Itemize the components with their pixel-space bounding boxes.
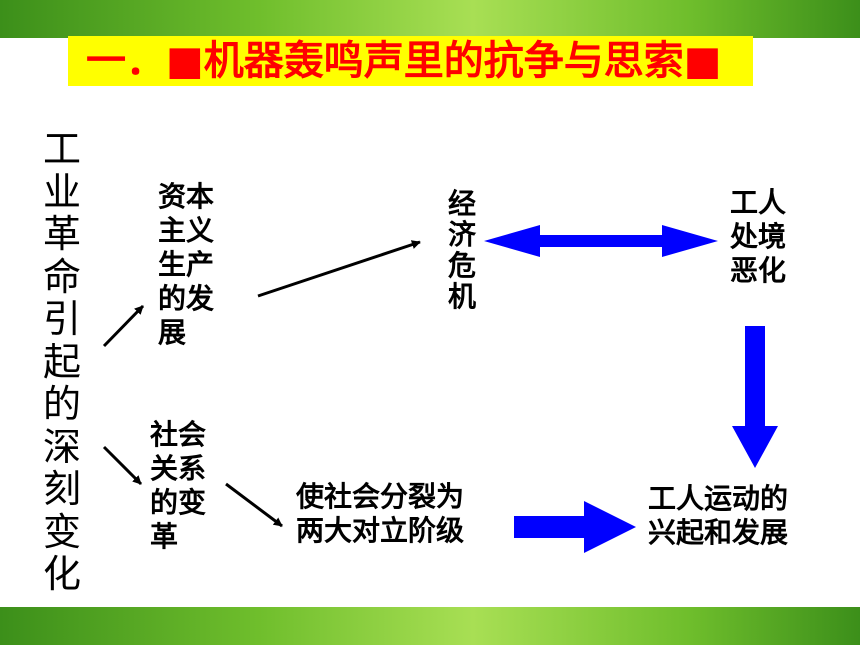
node-economic-crisis: 经 济 危 机 bbox=[448, 188, 476, 312]
side-title-char: 深 bbox=[42, 424, 81, 469]
node-line: 的变 bbox=[150, 486, 207, 519]
side-title-char: 化 bbox=[42, 552, 81, 596]
node-labor-movement: 工人运动的 兴起和发展 bbox=[648, 482, 788, 550]
side-title: 工 业 革 命 引 起 的 深 刻 变 化 bbox=[40, 128, 84, 596]
top-decor-band bbox=[0, 0, 860, 38]
right-arrow-to-labor-movement bbox=[514, 501, 636, 553]
arrow-to-class-split bbox=[225, 482, 283, 528]
bottom-decor-band bbox=[0, 607, 860, 645]
side-title-char: 引 bbox=[42, 297, 81, 341]
node-line: 机 bbox=[448, 280, 477, 313]
node-line: 关系 bbox=[150, 452, 207, 485]
slide-title: 一．■机器轰鸣声里的抗争与思索■ bbox=[68, 36, 753, 86]
node-line: 工人 bbox=[730, 186, 787, 219]
node-workers-plight: 工人 处境 恶化 bbox=[730, 186, 786, 288]
node-line: 经 bbox=[448, 187, 477, 220]
side-title-char: 工 bbox=[42, 127, 81, 171]
node-line: 展 bbox=[158, 316, 187, 349]
double-arrow-crisis-workers bbox=[484, 225, 718, 257]
node-line: 兴起和发展 bbox=[648, 516, 789, 549]
arrow-to-economic-crisis bbox=[257, 240, 421, 298]
node-line: 的发 bbox=[158, 282, 215, 315]
side-title-char: 起 bbox=[42, 339, 81, 384]
node-class-split: 使社会分裂为 两大对立阶级 bbox=[296, 480, 464, 548]
node-line: 革 bbox=[150, 520, 179, 553]
down-arrow-to-labor-movement bbox=[732, 326, 778, 468]
arrow-to-social-relations bbox=[102, 445, 143, 486]
node-line: 危 bbox=[448, 249, 477, 282]
side-title-char: 的 bbox=[42, 382, 81, 426]
side-title-char: 命 bbox=[42, 254, 81, 299]
side-title-char: 变 bbox=[42, 509, 81, 554]
node-line: 使社会分裂为 bbox=[296, 480, 465, 513]
node-social-relations-change: 社会 关系 的变 革 bbox=[150, 418, 206, 554]
node-line: 处境 bbox=[730, 220, 787, 253]
node-line: 恶化 bbox=[730, 254, 787, 287]
arrow-to-capitalism bbox=[102, 304, 145, 348]
node-line: 资本 bbox=[158, 180, 215, 213]
side-title-char: 刻 bbox=[42, 467, 81, 511]
node-capitalism-development: 资本 主义 生产 的发 展 bbox=[158, 180, 214, 350]
node-line: 社会 bbox=[150, 418, 207, 451]
node-line: 济 bbox=[448, 218, 477, 251]
node-line: 工人运动的 bbox=[648, 482, 789, 515]
side-title-char: 革 bbox=[42, 212, 81, 256]
node-line: 主义 bbox=[158, 214, 215, 247]
node-line: 生产 bbox=[158, 248, 215, 281]
node-line: 两大对立阶级 bbox=[296, 514, 465, 547]
side-title-char: 业 bbox=[42, 169, 81, 214]
